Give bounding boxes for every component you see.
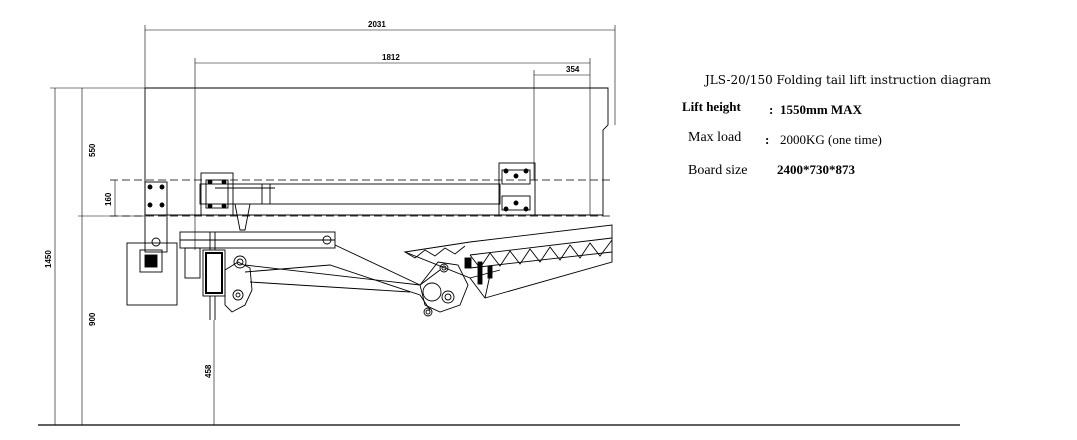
main-frame-beam	[199, 183, 501, 231]
spec-lift-height-value: 1550mm MAX	[780, 102, 863, 117]
frame-dashed-lines	[110, 179, 612, 217]
dimension-mount-length	[194, 58, 591, 250]
dimension-frame-offset-label: 160	[104, 192, 113, 206]
pivot-arm-lower	[224, 235, 332, 313]
platform-pivot-joint	[419, 261, 469, 317]
dimension-total-height	[50, 87, 145, 425]
dimension-front-offset	[533, 70, 590, 180]
front-mount-bracket	[498, 162, 536, 216]
truck-body-outline	[144, 87, 609, 216]
dimension-ground-to-frame-label: 900	[88, 312, 97, 326]
dimension-ground-clearance-label: 458	[204, 364, 213, 378]
dimension-chassis-height	[78, 88, 145, 217]
dimension-chassis-height-label: 550	[88, 143, 97, 157]
spec-lift-height-separator: :	[769, 102, 773, 117]
dimension-overall-length	[144, 25, 616, 125]
spec-lift-height: Lift height : 1550mm MAX	[682, 99, 863, 117]
dimension-mount-length-label: 1812	[382, 53, 400, 62]
rear-mount-bracket	[200, 172, 234, 216]
hydraulic-cylinder	[202, 249, 226, 297]
dimension-total-height-label: 1450	[44, 250, 53, 268]
spec-max-load-label: Max load	[688, 130, 741, 145]
dimension-front-offset-label: 354	[566, 65, 580, 74]
diagram-title: JLS-20/150 Folding tail lift instruction…	[703, 73, 992, 87]
spec-board-size: Board size 2400*730*873	[688, 162, 856, 178]
folded-platform	[403, 224, 613, 299]
spec-lift-height-label: Lift height	[682, 99, 742, 114]
spec-board-size-label: Board size	[688, 163, 747, 178]
spec-board-size-value: 2400*730*873	[777, 162, 856, 177]
spec-max-load: Max load : 2000KG (one time)	[688, 130, 882, 147]
spec-max-load-value: 2000KG (one time)	[780, 132, 882, 147]
side-mount-bracket	[144, 181, 168, 253]
spec-max-load-separator: :	[765, 132, 769, 147]
dimension-overall-length-label: 2031	[368, 20, 386, 29]
